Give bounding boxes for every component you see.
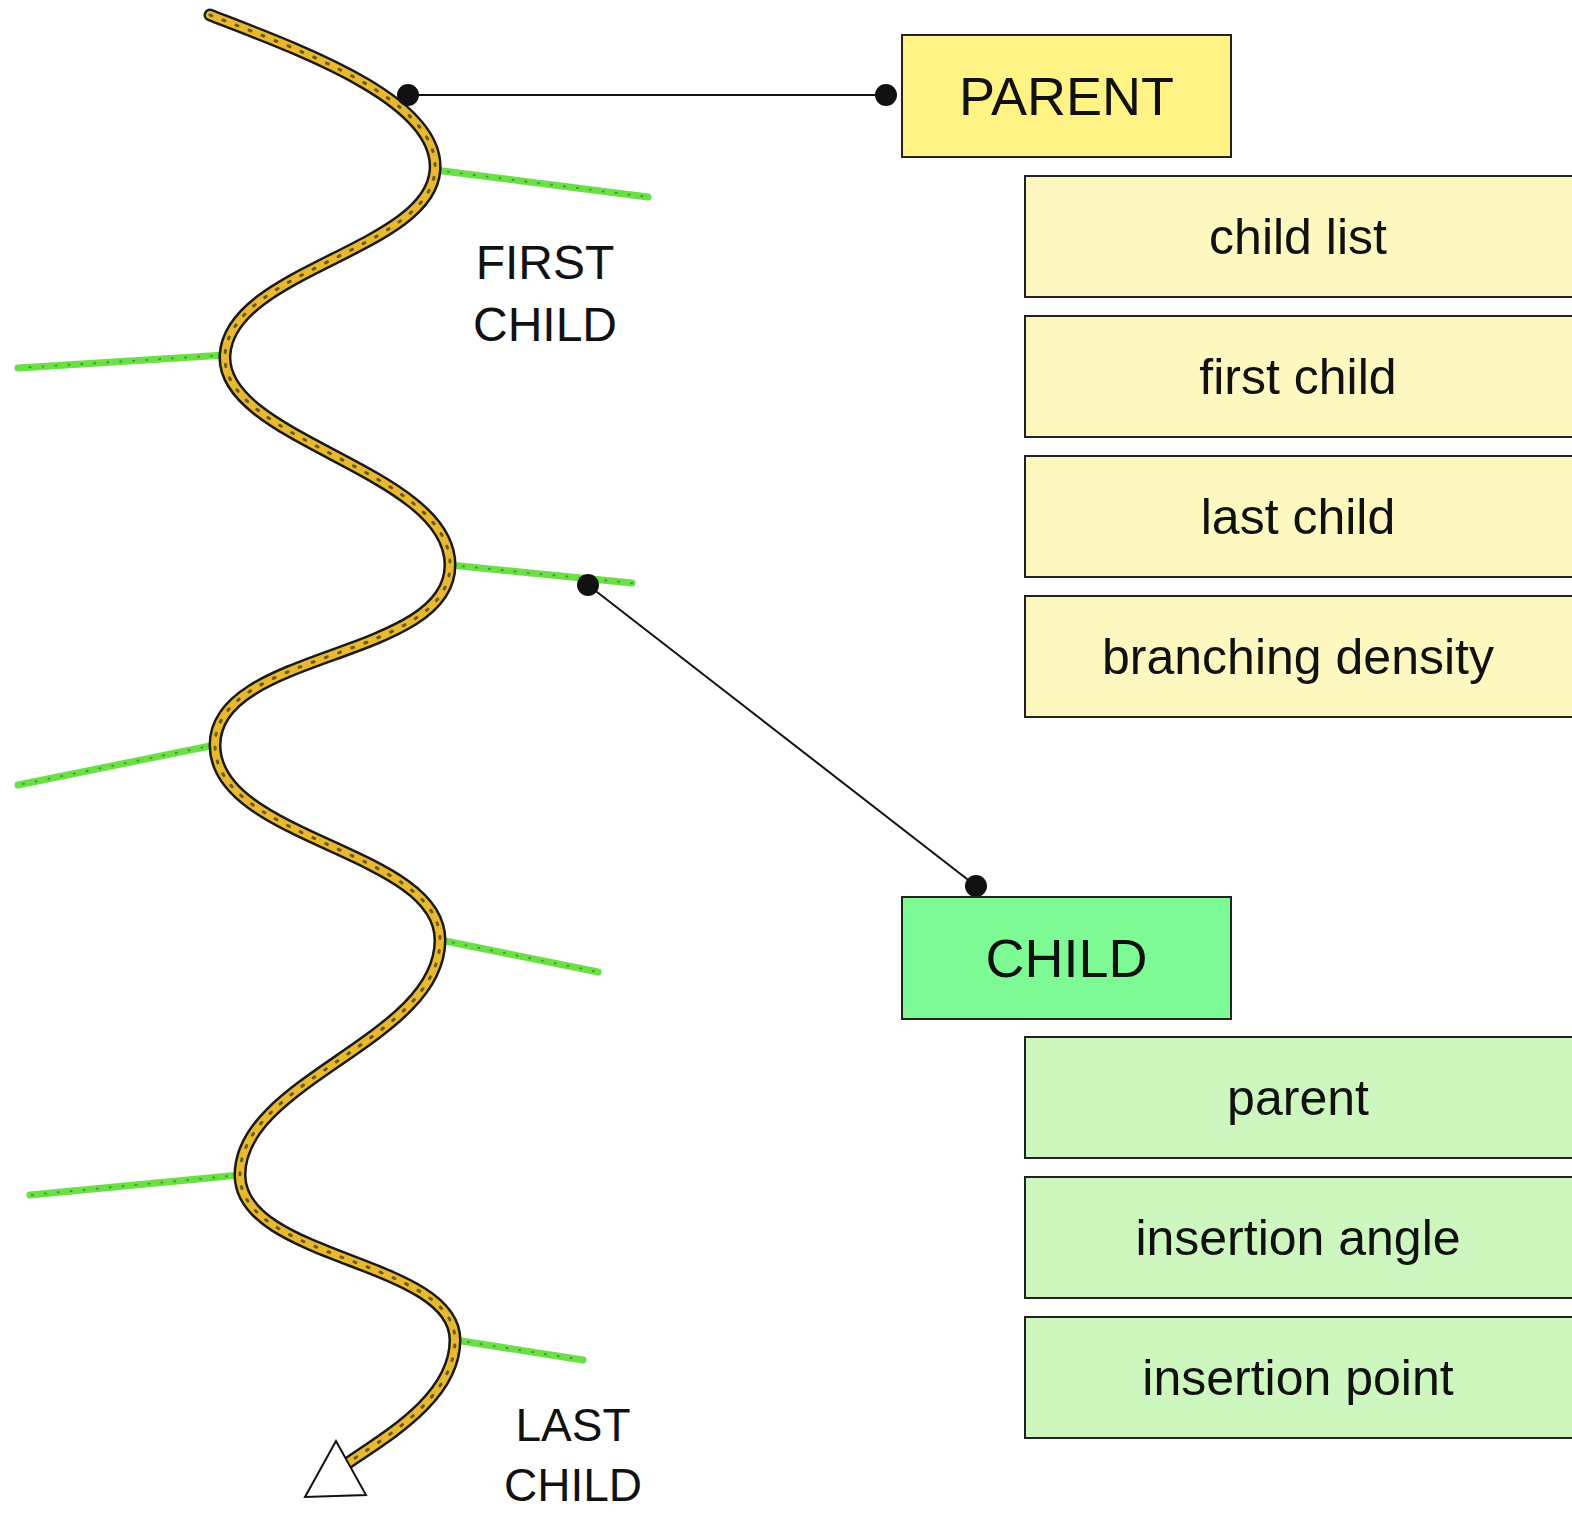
box-text: insertion point: [1142, 1349, 1453, 1407]
box-text: parent: [1227, 1069, 1369, 1127]
leader-lines: [398, 85, 986, 896]
lateral-root-beads: [18, 170, 648, 1360]
attribute-box: child list: [1024, 175, 1572, 298]
box-text: CHILD: [985, 927, 1147, 989]
attribute-box: first child: [1024, 315, 1572, 438]
main-root: [210, 15, 455, 1465]
box-text: last child: [1201, 488, 1396, 546]
attribute-box: last child: [1024, 455, 1572, 578]
child-class-box: CHILD: [901, 896, 1232, 1020]
attribute-box: insertion angle: [1024, 1176, 1572, 1299]
part-label: FIRST CHILD: [445, 232, 645, 357]
attribute-box: branching density: [1024, 595, 1572, 718]
root-tip-triangle: [305, 1441, 366, 1497]
lateral-roots: [18, 170, 648, 1360]
attribute-box: parent: [1024, 1036, 1572, 1159]
box-text: branching density: [1102, 628, 1494, 686]
parent-class-box: PARENT: [901, 34, 1232, 158]
part-label: LAST CHILD: [473, 1396, 673, 1516]
box-text: insertion angle: [1135, 1209, 1460, 1267]
box-text: first child: [1199, 348, 1396, 406]
box-text: PARENT: [959, 65, 1174, 127]
attribute-box: insertion point: [1024, 1316, 1572, 1439]
box-text: child list: [1209, 208, 1387, 266]
